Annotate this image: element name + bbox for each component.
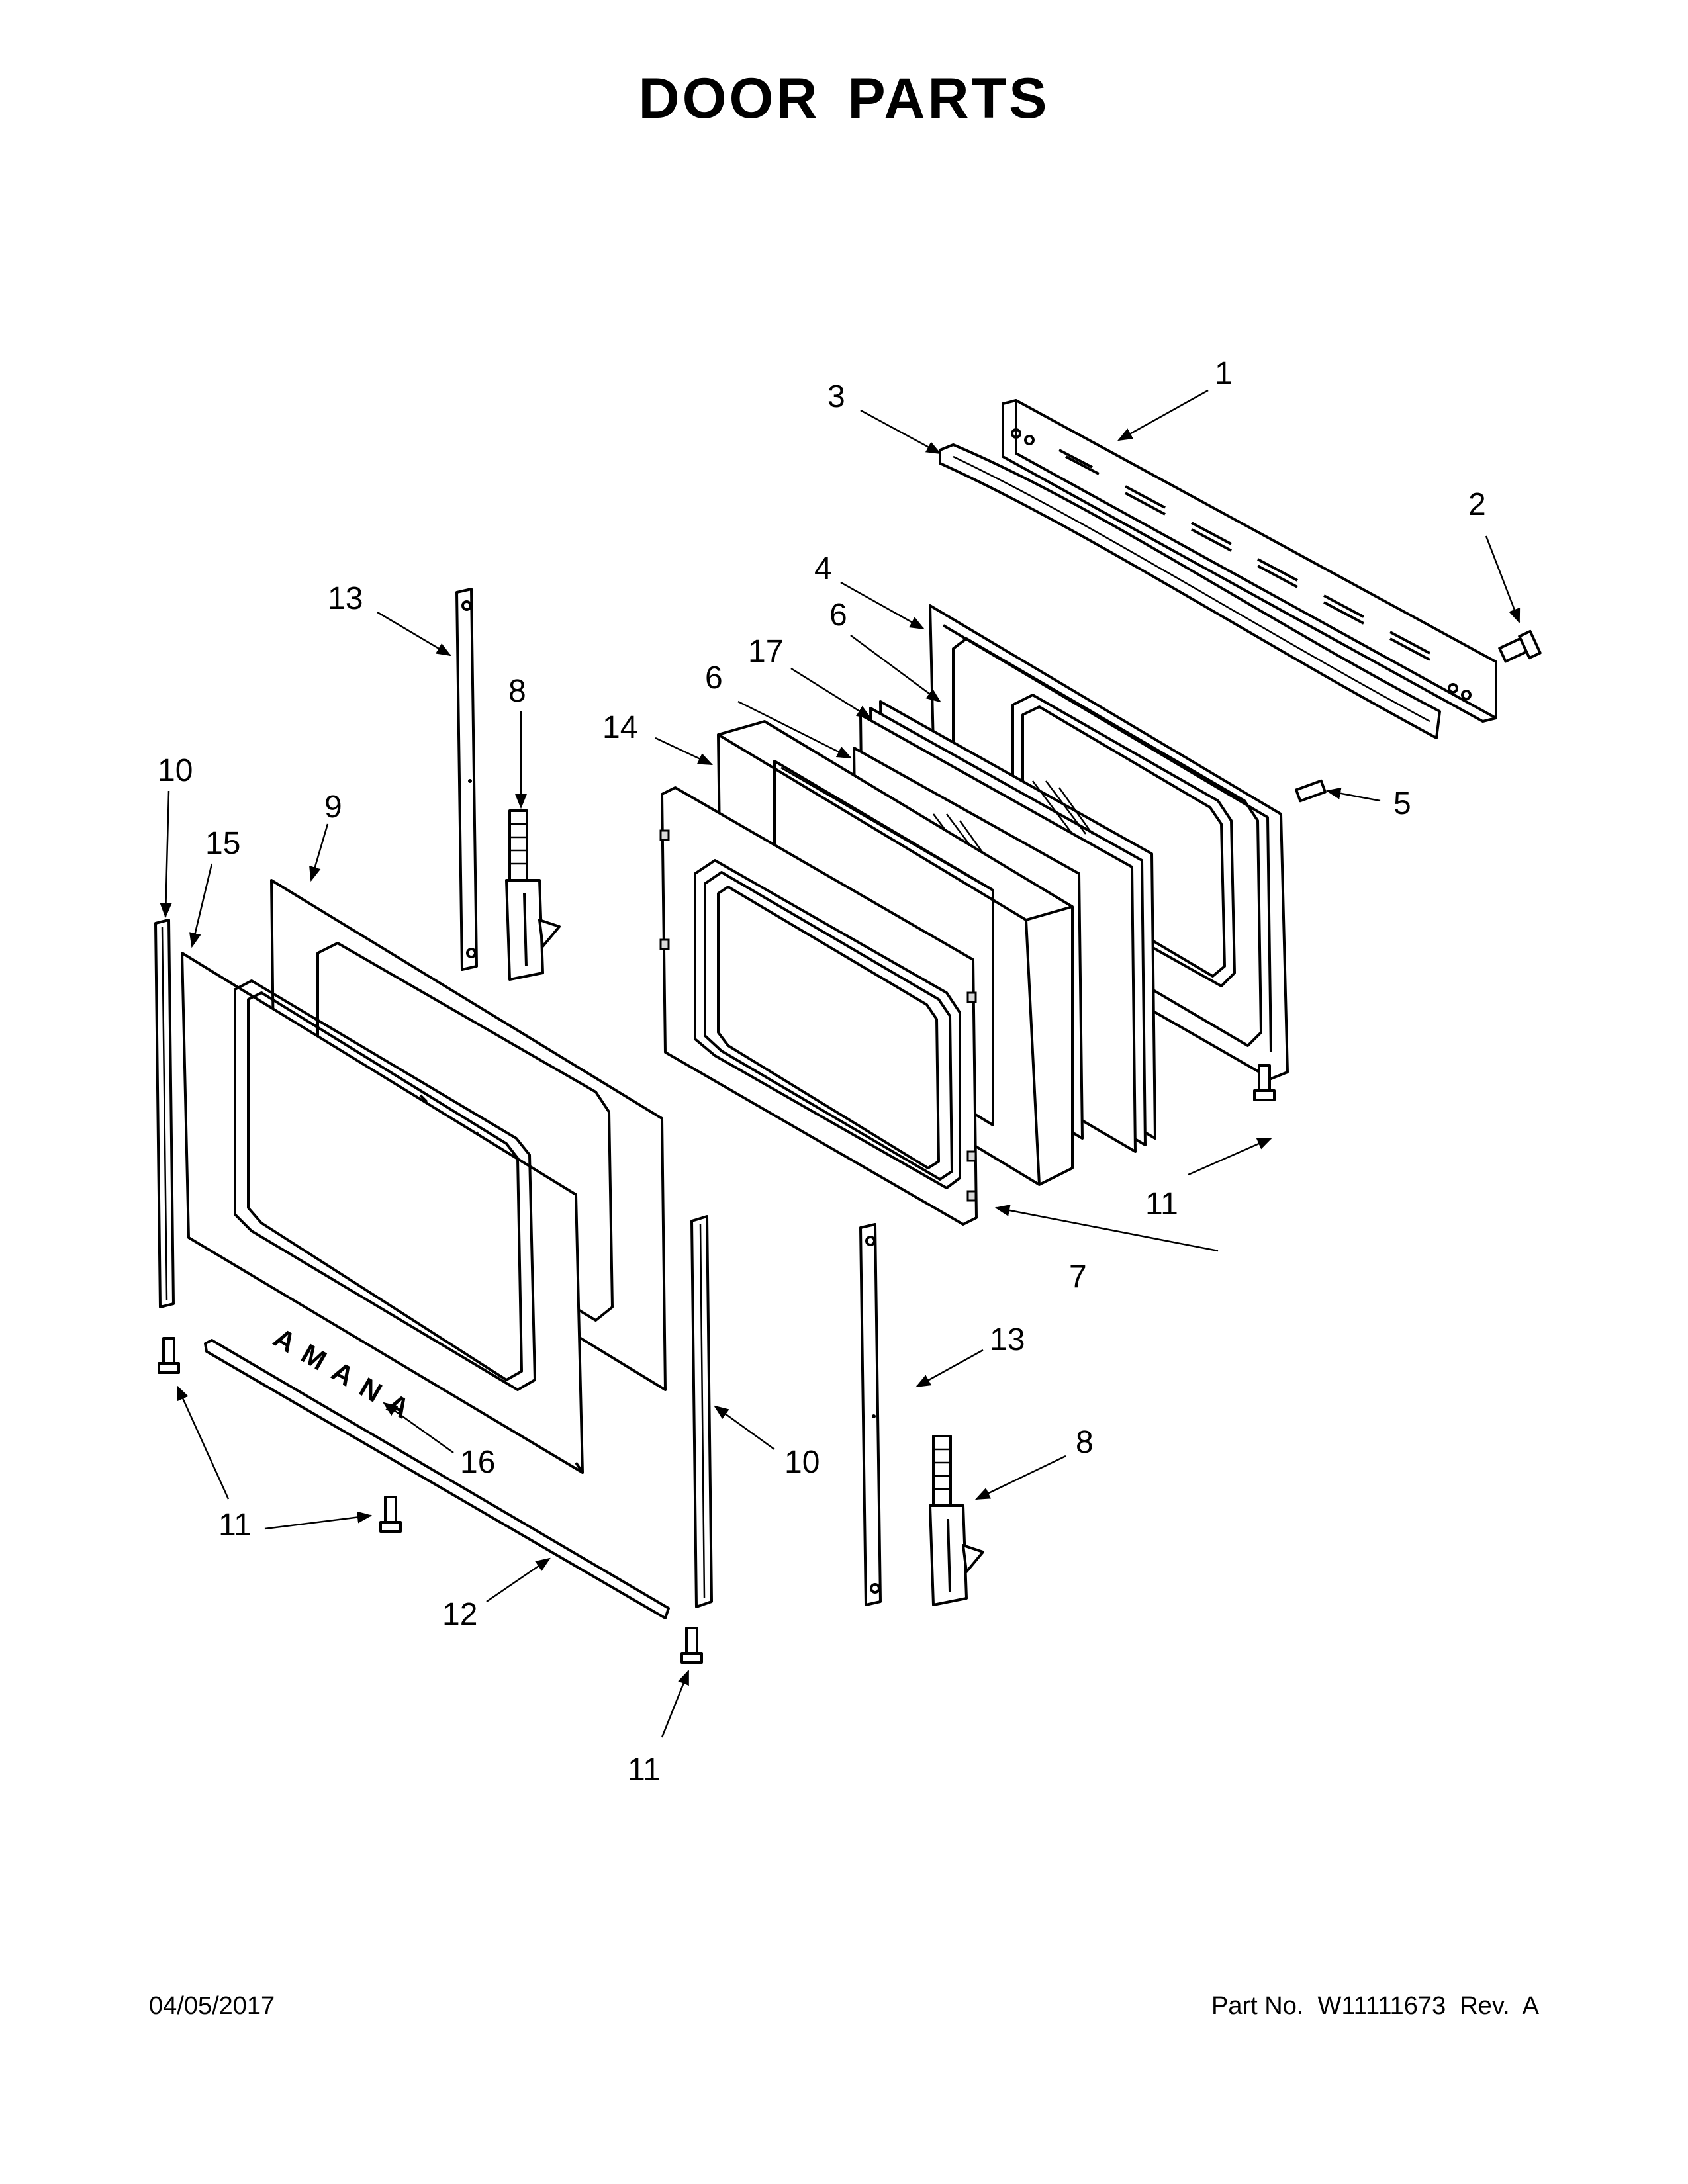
- callout-17: 17: [748, 634, 783, 669]
- callout-15: 15: [205, 826, 240, 861]
- callout-4: 4: [814, 551, 832, 586]
- callout-6-upper: 6: [829, 598, 847, 633]
- callout-9: 9: [324, 790, 342, 825]
- page-title: DOOR PARTS: [638, 67, 1050, 130]
- hinge-receiver-part-upper: [455, 588, 478, 971]
- callout-7: 7: [1069, 1259, 1087, 1295]
- callout-13-lower: 13: [990, 1322, 1025, 1357]
- callout-12: 12: [442, 1597, 477, 1632]
- side-trim-part-right: [690, 1215, 713, 1608]
- screw-part-11-a: [158, 1337, 180, 1374]
- outer-door-panel-part: [181, 952, 584, 1474]
- footer-date: 04/05/2017: [149, 1992, 275, 2020]
- hinge-part-upper: [505, 809, 561, 981]
- screw-part-5: [1295, 779, 1327, 803]
- callout-labels: 1 2 3 4 6 17 6 14 5 7 11 13 8 9 10 15 13…: [158, 356, 1486, 1788]
- callout-3: 3: [827, 379, 845, 414]
- leader-lines: [160, 389, 1521, 1738]
- callout-11-right: 11: [1145, 1187, 1178, 1222]
- bottom-trim-part: [204, 1339, 670, 1619]
- door-handle-part: [939, 443, 1441, 739]
- callout-10-right: 10: [784, 1445, 820, 1480]
- callout-11-left: 11: [218, 1508, 252, 1543]
- screw-part-11-b: [379, 1496, 402, 1533]
- callout-8-upper: 8: [508, 674, 526, 709]
- callout-2: 2: [1468, 487, 1486, 522]
- hinge-part-lower: [929, 1435, 984, 1606]
- screw-part-2: [1498, 629, 1542, 663]
- callout-1: 1: [1215, 356, 1233, 391]
- callout-10-left: 10: [158, 753, 193, 788]
- callout-11-bottom: 11: [628, 1752, 661, 1788]
- footer-part-number: Part No. W11111673 Rev. A: [1211, 1992, 1539, 2020]
- hinge-receiver-part-lower: [859, 1223, 882, 1606]
- callout-16: 16: [460, 1445, 495, 1480]
- inner-door-frame-part: [659, 786, 978, 1226]
- callout-13-upper: 13: [328, 581, 363, 616]
- vent-trim-part: [1002, 399, 1497, 723]
- callout-8-lower: 8: [1076, 1425, 1094, 1460]
- screw-part-11-c: [680, 1627, 703, 1664]
- callout-6-lower: 6: [705, 660, 723, 696]
- callout-5: 5: [1393, 786, 1411, 821]
- screw-part-11-d: [1253, 1064, 1276, 1101]
- side-trim-part-left: [154, 919, 175, 1308]
- callout-14: 14: [602, 710, 637, 745]
